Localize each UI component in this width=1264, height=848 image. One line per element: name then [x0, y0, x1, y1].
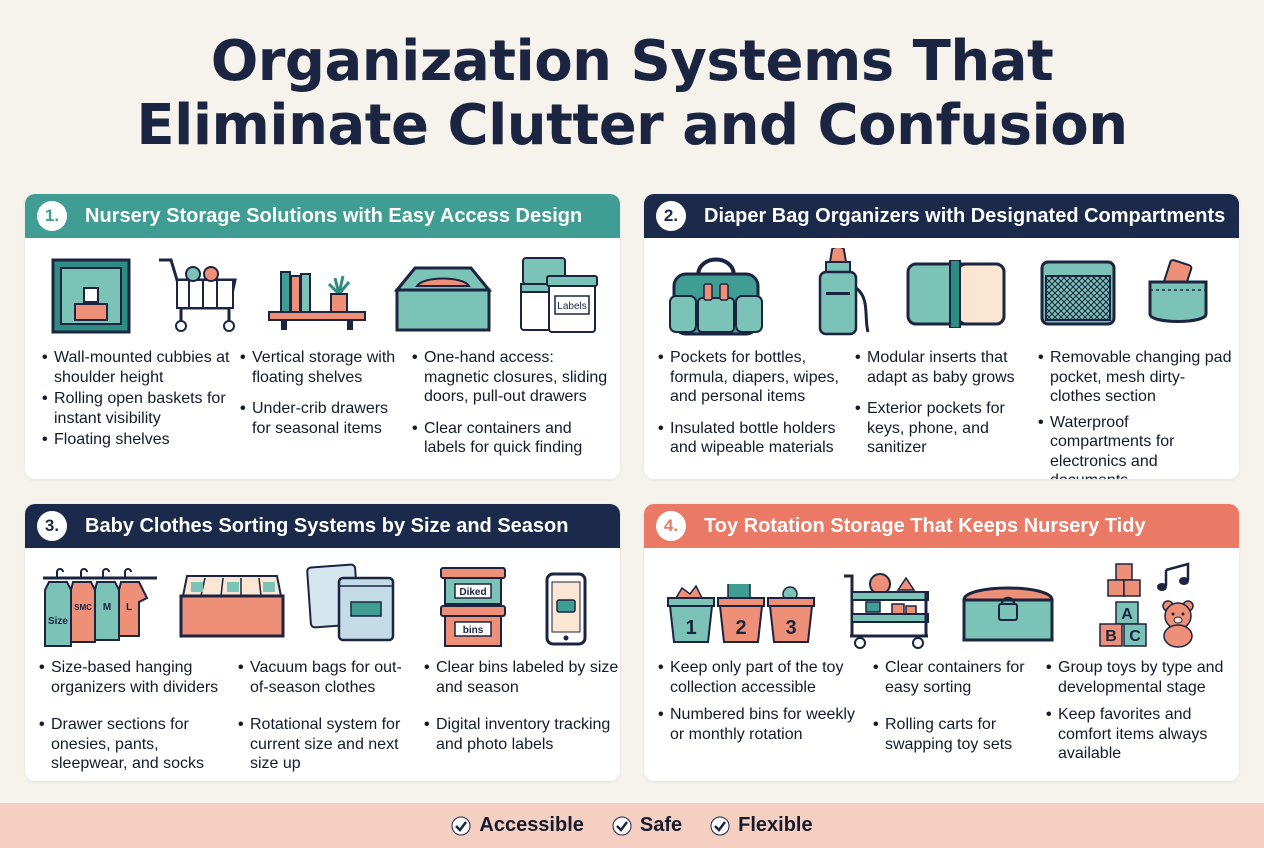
- footer-label: Flexible: [738, 814, 813, 836]
- section-header: 4. Toy Rotation Storage That Keeps Nurse…: [644, 504, 1239, 548]
- footer-item-safe: Safe: [612, 814, 682, 837]
- block-c: C: [1129, 628, 1141, 645]
- bullet-item: Group toys by type and developmental sta…: [1046, 658, 1231, 697]
- title-line-2: Eliminate Clutter and Confusion: [136, 93, 1128, 158]
- size-tag: Size: [48, 616, 68, 627]
- bullet-item: Removable changing pad pocket, mesh dirt…: [1038, 348, 1233, 407]
- footer-bar: Accessible Safe Flexible: [0, 803, 1264, 848]
- locked-chest-icon: [962, 586, 1054, 642]
- bin-label-top: Diked: [459, 587, 486, 598]
- floating-shelf-icon: [268, 271, 366, 330]
- size-s-tag: SMC: [74, 603, 92, 612]
- page-title: Organization Systems That Eliminate Clut…: [0, 30, 1264, 158]
- section-number: 2.: [656, 201, 686, 231]
- label-tag: Labels: [557, 301, 586, 312]
- drawer-icon: [393, 266, 493, 332]
- bullet-item: Drawer sections for onesies, pants, slee…: [39, 715, 239, 774]
- toy-blocks-icon: A B C: [1099, 562, 1194, 648]
- block-b: B: [1105, 628, 1117, 645]
- bullet-item: Clear containers and labels for quick fi…: [412, 419, 612, 458]
- section-toy-rotation: 4. Toy Rotation Storage That Keeps Nurse…: [644, 504, 1239, 781]
- icon-row: Labels: [25, 238, 620, 348]
- diaper-bag-icon: [669, 257, 763, 336]
- icon-row: [644, 238, 1239, 348]
- section-title: Toy Rotation Storage That Keeps Nursery …: [704, 514, 1146, 537]
- bullet-item: Floating shelves: [42, 430, 237, 450]
- size-m-tag: M: [103, 602, 111, 613]
- rolling-basket-icon: [159, 258, 237, 332]
- cubby-icon: [51, 258, 131, 334]
- bullet-item: Clear bins labeled by size and season: [424, 658, 619, 697]
- bullet-item: Rotational system for current size and n…: [238, 715, 408, 774]
- bullet-item: One-hand access: magnetic closures, slid…: [412, 348, 612, 407]
- bin-label-bottom: bins: [463, 625, 484, 636]
- numbered-bins-icon: 1 2 3: [667, 584, 815, 643]
- bullet-item: Clear containers for easy sorting: [873, 658, 1043, 697]
- drawer-dividers-icon: [179, 575, 285, 638]
- bullet-item: Exterior pockets for keys, phone, and sa…: [855, 399, 1040, 458]
- footer-item-flexible: Flexible: [710, 814, 813, 837]
- bullet-item: Keep favorites and comfort items always …: [1046, 705, 1231, 764]
- bin-number-1: 1: [685, 617, 696, 639]
- check-icon: [612, 816, 632, 835]
- footer-item-accessible: Accessible: [451, 814, 584, 837]
- bullet-item: Wall-mounted cubbies at shoulder height: [42, 348, 237, 387]
- bullet-item: Insulated bottle holders and wipeable ma…: [658, 419, 848, 458]
- block-a: A: [1121, 606, 1133, 623]
- icon-row: 1 2 3: [644, 548, 1239, 658]
- labeled-bins-icon: Diked bins: [440, 567, 506, 647]
- title-line-1: Organization Systems That: [210, 29, 1054, 94]
- size-l-tag: L: [126, 602, 132, 613]
- bullet-item: Rolling open baskets for instant visibil…: [42, 389, 237, 428]
- bullet-item: Keep only part of the toy collection acc…: [658, 658, 863, 697]
- section-diaper-bag: 2. Diaper Bag Organizers with Designated…: [644, 194, 1239, 479]
- bullet-item: Vacuum bags for out-of-season clothes: [238, 658, 408, 697]
- bin-number-3: 3: [785, 617, 796, 639]
- section-number: 1.: [37, 201, 67, 231]
- labeled-containers-icon: Labels: [520, 257, 598, 333]
- vacuum-bag-icon: [306, 563, 395, 642]
- section-header: 3. Baby Clothes Sorting Systems by Size …: [25, 504, 620, 548]
- check-icon: [710, 816, 730, 835]
- bullet-item: Vertical storage with floating shelves: [240, 348, 405, 387]
- phone-inventory-icon: [545, 572, 587, 646]
- icon-row: Size SMC M L Diked: [25, 548, 620, 658]
- footer-label: Accessible: [479, 814, 584, 836]
- rolling-cart-icon: [844, 573, 929, 649]
- section-title: Diaper Bag Organizers with Designated Co…: [704, 204, 1226, 227]
- bullet-item: Numbered bins for weekly or monthly rota…: [658, 705, 863, 744]
- section-title: Nursery Storage Solutions with Easy Acce…: [85, 204, 583, 227]
- footer-label: Safe: [639, 814, 683, 836]
- bullet-item: Under-crib drawers for seasonal items: [240, 399, 405, 438]
- section-clothes-sorting: 3. Baby Clothes Sorting Systems by Size …: [25, 504, 620, 781]
- bullet-item: Digital inventory tracking and photo lab…: [424, 715, 619, 754]
- section-number: 3.: [37, 511, 67, 541]
- section-header: 2. Diaper Bag Organizers with Designated…: [644, 194, 1239, 238]
- section-header: 1. Nursery Storage Solutions with Easy A…: [25, 194, 620, 238]
- section-nursery-storage: 1. Nursery Storage Solutions with Easy A…: [25, 194, 620, 479]
- check-icon: [451, 816, 471, 835]
- bin-number-2: 2: [735, 617, 746, 639]
- changing-pad-icon: [906, 260, 1006, 328]
- hanging-organizer-icon: Size SMC M L: [43, 568, 157, 647]
- bullet-item: Modular inserts that adapt as baby grows: [855, 348, 1040, 387]
- bullet-item: Pockets for bottles, formula, diapers, w…: [658, 348, 848, 407]
- bottle-icon: [818, 248, 870, 336]
- bullet-item: Size-based hanging organizers with divid…: [39, 658, 239, 697]
- mesh-pocket-icon: [1040, 260, 1116, 326]
- section-number: 4.: [656, 511, 686, 541]
- bullet-item: Rolling carts for swapping toy sets: [873, 715, 1043, 754]
- bullet-item: Waterproof compartments for electronics …: [1038, 413, 1233, 480]
- section-title: Baby Clothes Sorting Systems by Size and…: [85, 514, 569, 537]
- phone-pocket-icon: [1148, 259, 1208, 323]
